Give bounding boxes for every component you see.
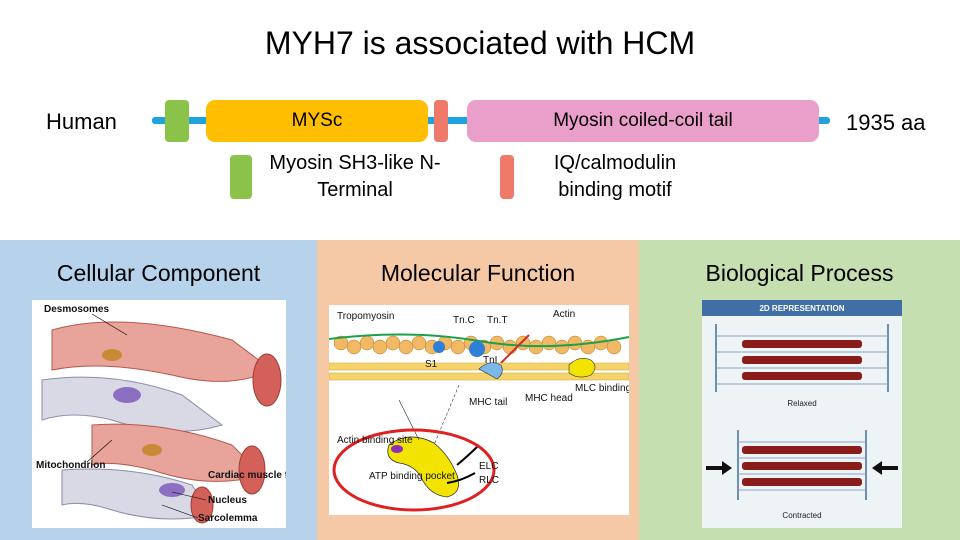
tnt-label: Tn.T [487, 315, 508, 326]
tni-label: TnI [483, 355, 497, 366]
contracted-sarcomere [706, 430, 898, 500]
cellular-component-title: Cellular Component [56, 260, 261, 286]
mlc-label: MLC binding domains [575, 383, 629, 394]
cellular-component-panel: Cellular Component Desmosomes Mitochondr… [0, 240, 317, 540]
species-label: Human [46, 109, 117, 134]
biological-process-title: Biological Process [705, 260, 894, 286]
iq-legend-label: IQ/calmodulin binding motif [553, 152, 677, 201]
contracted-label: Contracted [782, 511, 821, 520]
protein-length: 1935 aa [846, 110, 926, 135]
relaxed-label: Relaxed [787, 399, 816, 408]
slide-title: MYH7 is associated with HCM [264, 25, 696, 61]
coiled-coil-tail-domain: Myosin coiled-coil tail [467, 100, 819, 142]
actin-site-label: Actin binding site [337, 435, 413, 446]
nucleus-label: Nucleus [208, 495, 247, 506]
mysc-domain: MYSc [206, 100, 428, 142]
cardiac-muscle-illustration: Desmosomes Mitochondrion Cardiac muscle … [32, 300, 286, 528]
molecular-function-panel: Molecular Function [317, 240, 639, 540]
sarcolemma-label: Sarcolemma [198, 513, 258, 524]
atp-label: ATP binding pocket [369, 471, 455, 482]
sh3-domain [165, 100, 189, 142]
biological-process-panel: Biological Process 2D REPRESENTATION Rel… [639, 240, 960, 540]
tnc-label: Tn.C [453, 315, 475, 326]
representation-header: 2D REPRESENTATION [759, 304, 844, 313]
relaxed-sarcomere [715, 324, 889, 392]
desmosomes-label: Desmosomes [44, 304, 109, 315]
tropomyosin-label: Tropomyosin [337, 311, 394, 322]
actin-label: Actin [553, 309, 575, 320]
mhc-tail-label: MHC tail [469, 397, 507, 408]
molecular-function-title: Molecular Function [380, 260, 576, 286]
fiber-label-line: Cardiac muscle fiber [208, 470, 286, 481]
elc-label: ELC [479, 461, 498, 472]
sarcomere-molecular-illustration: Tropomyosin Tn.C Tn.T Actin TnI S1 MHC t… [329, 305, 629, 515]
iq-legend-swatch [500, 155, 514, 199]
s1-label: S1 [425, 359, 438, 370]
mitochondrion-label: Mitochondrion [36, 460, 105, 471]
sh3-legend-swatch [230, 155, 252, 199]
sh3-legend-label: Myosin SH3-like N-Terminal [269, 152, 441, 201]
rlc-label: RLC [479, 475, 499, 486]
sarcomere-contraction-illustration: 2D REPRESENTATION Relaxed [702, 300, 902, 528]
iq-motif [434, 100, 448, 142]
mhc-head-label: MHC head [525, 393, 573, 404]
fiber-label: Cardiac muscle fiber [208, 470, 286, 481]
